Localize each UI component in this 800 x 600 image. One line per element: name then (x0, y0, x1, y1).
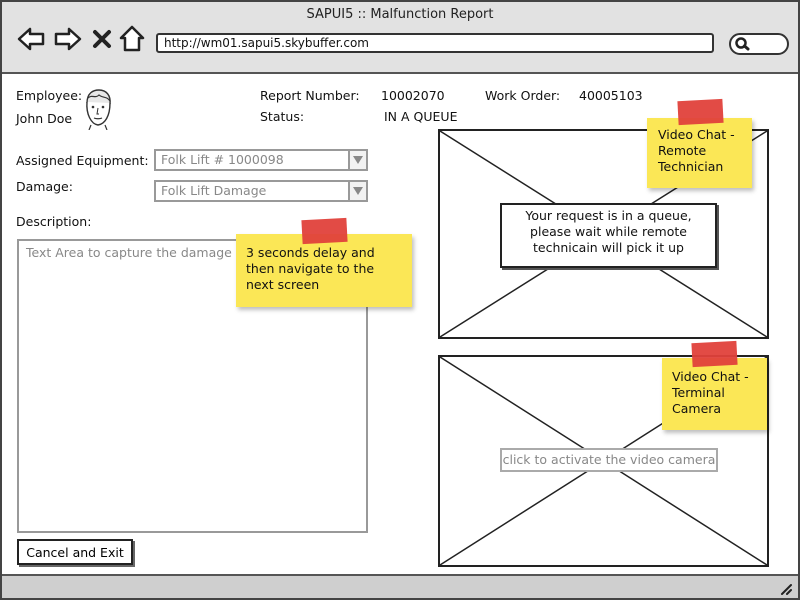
sticky-note-delay: 3 seconds delay and then navigate to the… (236, 234, 412, 307)
chevron-down-icon[interactable] (348, 182, 366, 200)
window-title: SAPUI5 :: Malfunction Report (306, 7, 494, 22)
back-arrow-icon[interactable] (16, 24, 46, 54)
close-x-icon[interactable] (91, 24, 113, 54)
report-number-value: 10002070 (381, 88, 445, 103)
status-label: Status: (260, 109, 305, 124)
resize-grip-icon[interactable] (778, 581, 792, 595)
description-label: Description: (16, 214, 92, 229)
sticky-note-remote-tech-text: Video Chat - Remote Technician (658, 127, 735, 174)
queue-message: Your request is in a queue, please wait … (500, 203, 717, 268)
sticky-note-terminal-camera-text: Video Chat - Terminal Camera (672, 369, 749, 416)
equipment-label: Assigned Equipment: (16, 153, 149, 168)
work-order-label: Work Order: (485, 88, 561, 103)
damage-label: Damage: (16, 179, 73, 194)
tape-decoration (691, 340, 738, 368)
tape-decoration (301, 217, 348, 245)
damage-select[interactable]: Folk Lift Damage (154, 180, 368, 202)
chevron-down-icon[interactable] (348, 151, 366, 169)
status-value: IN A QUEUE (384, 109, 458, 124)
cancel-exit-button[interactable]: Cancel and Exit (17, 539, 133, 565)
report-number-label: Report Number: (260, 88, 360, 103)
tape-decoration (677, 98, 724, 126)
status-bar (2, 574, 798, 598)
work-order-value: 40005103 (579, 88, 643, 103)
equipment-select-value: Folk Lift # 1000098 (161, 152, 284, 167)
damage-select-value: Folk Lift Damage (161, 183, 267, 198)
browser-search-box[interactable] (729, 33, 789, 55)
home-icon[interactable] (118, 24, 148, 54)
employee-label: Employee: (16, 88, 83, 103)
employee-name: John Doe (16, 111, 73, 126)
employee-avatar (81, 88, 115, 131)
forward-arrow-icon[interactable] (53, 24, 83, 54)
search-icon (734, 36, 752, 56)
sticky-note-delay-text: 3 seconds delay and then navigate to the… (246, 245, 375, 292)
sticky-note-terminal-camera: Video Chat - Terminal Camera (662, 358, 767, 430)
activate-camera-button[interactable]: click to activate the video camera (500, 448, 718, 472)
address-bar[interactable]: http://wm01.sapui5.skybuffer.com (156, 33, 714, 53)
browser-chrome: SAPUI5 :: Malfunction Report http://wm01… (2, 2, 798, 74)
sticky-note-remote-tech: Video Chat - Remote Technician (647, 118, 752, 188)
description-placeholder: Text Area to capture the damage (26, 245, 232, 260)
equipment-select[interactable]: Folk Lift # 1000098 (154, 149, 368, 171)
